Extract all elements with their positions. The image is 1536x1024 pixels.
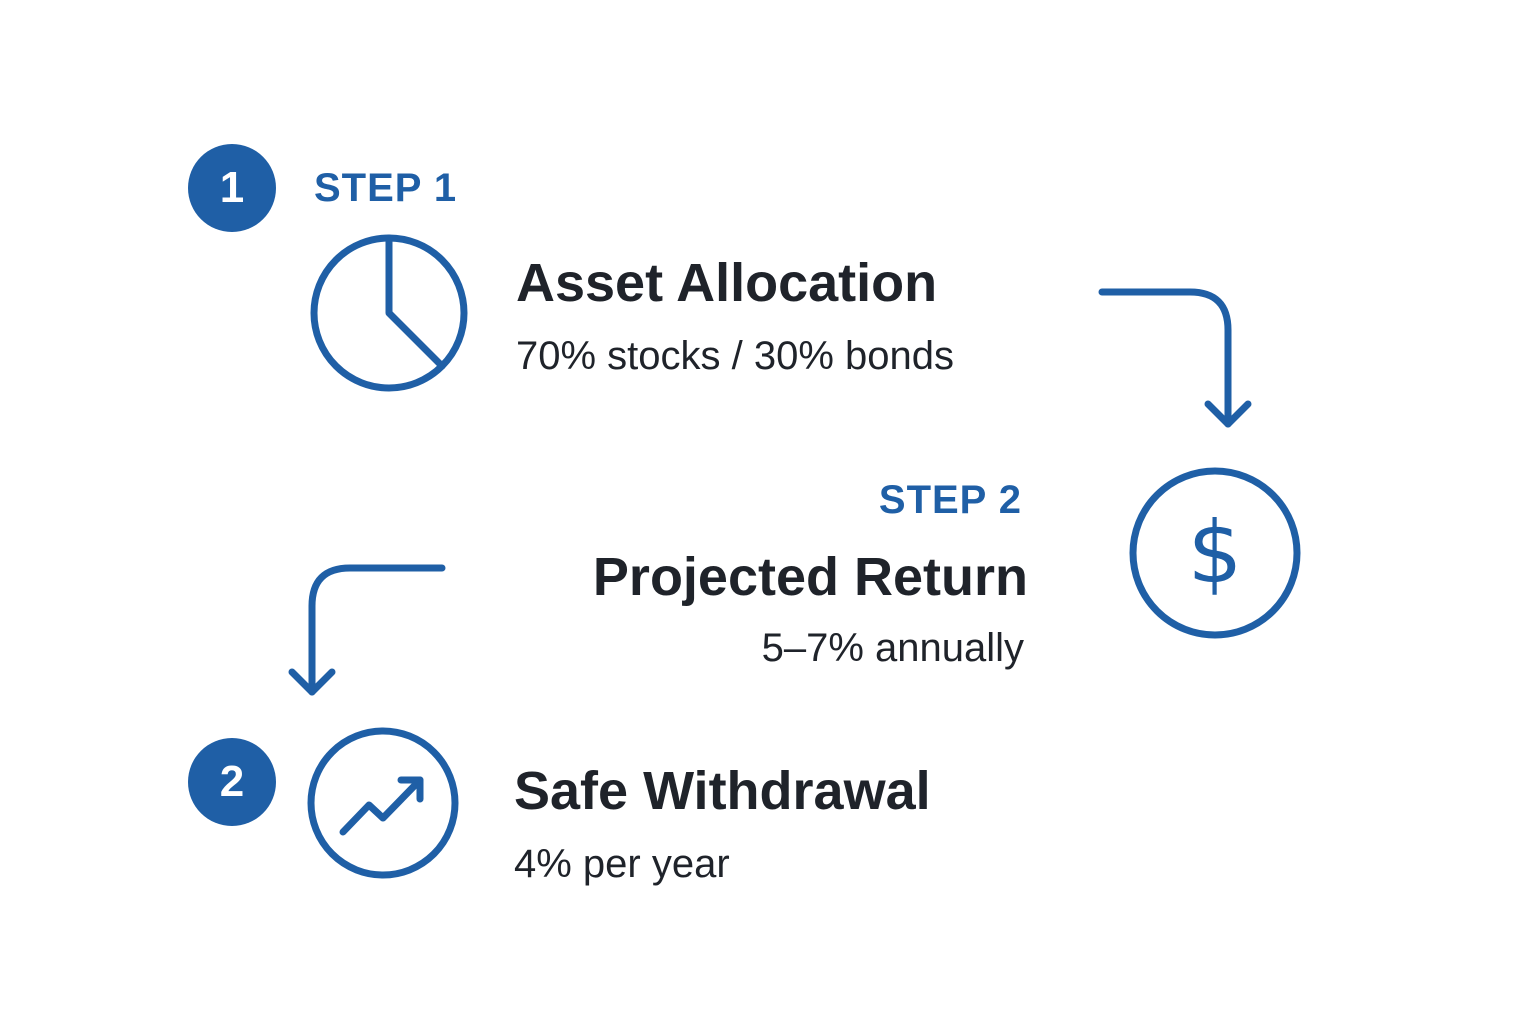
step-badge-2-number: 2: [219, 757, 245, 806]
asset-allocation-subtitle: 70% stocks / 30% bonds: [516, 334, 955, 378]
connector-arrow-1: [1098, 288, 1252, 428]
projected-return-title: Projected Return: [592, 547, 1028, 607]
projected-return-subtitle: 5–7% annually: [761, 626, 1024, 670]
step-badge-1: 1: [188, 144, 276, 232]
step-label-2: STEP 2: [878, 478, 1022, 522]
safe-withdrawal-subtitle: 4% per year: [514, 842, 730, 886]
connector-arrow-2: [288, 564, 446, 696]
trend-up-icon: [307, 727, 459, 879]
step-badge-1-number: 1: [219, 163, 245, 212]
pie-chart-icon: [310, 234, 468, 392]
step-badge-2: 2: [188, 738, 276, 826]
step-label-1: STEP 1: [314, 166, 458, 210]
safe-withdrawal-title: Safe Withdrawal: [514, 761, 931, 821]
dollar-icon: [1129, 467, 1301, 639]
asset-allocation-title: Asset Allocation: [516, 253, 938, 313]
dollar-sign-glyph: $: [1188, 503, 1243, 603]
